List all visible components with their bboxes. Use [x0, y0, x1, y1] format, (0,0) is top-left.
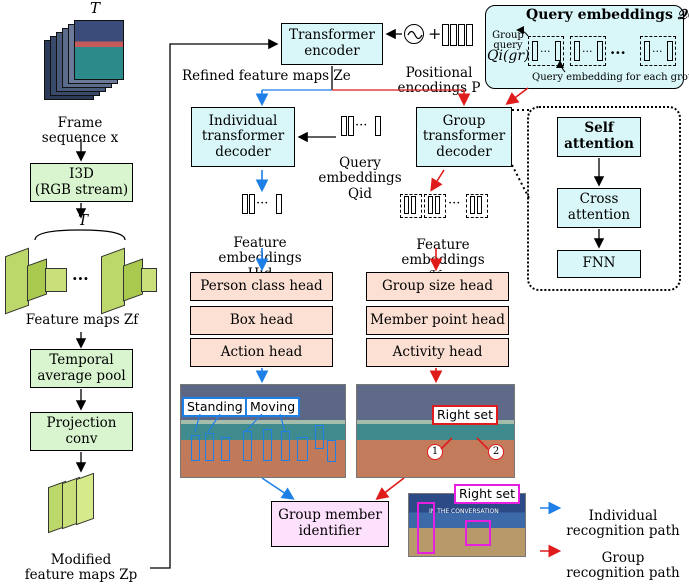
- red-image-to-identifier: [375, 477, 405, 500]
- query-panel-caption: Query embedding for each group: [532, 72, 689, 83]
- cross-attention-box: Cross attention: [557, 188, 641, 228]
- positional-token-icon: [442, 24, 474, 46]
- query-embeddings-panel: [485, 5, 684, 89]
- group-query-label: Group query: [492, 29, 524, 51]
- feature-hgr-token-icon: ···: [400, 194, 490, 220]
- moving-tag: Moving: [245, 397, 301, 417]
- feature-T-label: T: [78, 211, 89, 229]
- moving-pointer-1: [244, 413, 263, 433]
- brace-T: [34, 229, 126, 241]
- standing-pointer-2: [207, 413, 221, 433]
- decoder-to-panel-dotted-2: [511, 164, 531, 201]
- box-head-box: Box head: [190, 306, 333, 335]
- feature-hid-token-icon: ···: [242, 194, 284, 216]
- red-query-panel-to-decoder: [505, 87, 529, 105]
- member-point-1: 1: [427, 444, 443, 460]
- fnn-box: FNN: [557, 250, 641, 278]
- individual-decoder-box: Individual transformer decoder: [191, 107, 295, 167]
- positional-encodings-label: Positional encodings P: [397, 64, 481, 97]
- blue-image-to-identifier: [261, 477, 295, 500]
- group-member-identifier-box: Group member identifier: [271, 501, 389, 547]
- projection-conv-box: Projection conv: [30, 412, 133, 451]
- frame-sequence-label: Frame sequence x: [41, 114, 119, 147]
- frame-stack-image: [44, 20, 134, 100]
- plus-sign: +: [428, 24, 442, 43]
- caption-pointer: [556, 60, 566, 73]
- decoder-layer-panel: [527, 106, 681, 291]
- feature-maps-label: Feature maps Zf: [25, 312, 139, 328]
- query-panel-title: Query embeddings 𝒬gr: [526, 7, 689, 23]
- moving-pointer-2: [279, 413, 286, 433]
- right-set-tag-2: Right set: [454, 484, 520, 504]
- refined-feature-maps-label: Refined feature maps Ze: [182, 68, 351, 84]
- qi-label: Qi(gr): [487, 48, 530, 64]
- standing-tag: Standing: [182, 397, 248, 417]
- pointer-1: [440, 437, 453, 450]
- query-id-token-icon: ···: [341, 116, 383, 138]
- feature-maps-image: [5, 240, 157, 315]
- member-point-2: 2: [488, 444, 504, 460]
- activity-head-box: Activity head: [366, 338, 509, 367]
- person-class-head-box: Person class head: [190, 272, 333, 301]
- transformer-encoder-box: Transformer encoder: [281, 23, 383, 65]
- standing-pointer-1: [194, 413, 201, 433]
- self-attention-box: Self attention: [557, 117, 641, 157]
- group-query-pointer: [516, 26, 529, 37]
- i3d-box: I3D (RGB stream): [30, 163, 133, 202]
- red-decoder-to-hgr: [430, 169, 445, 192]
- sine-wave-icon: [404, 24, 424, 44]
- frames-T-label: T: [90, 0, 101, 17]
- action-head-box: Action head: [190, 338, 333, 367]
- group-query-tokens: ··· ··· ··· ···: [528, 36, 678, 66]
- arrow-modified-encoder: [150, 38, 279, 569]
- group-size-head-box: Group size head: [366, 272, 509, 301]
- group-decoder-box: Group transformer decoder: [416, 107, 512, 167]
- member-point-head-box: Member point head: [366, 306, 509, 335]
- pointer-2: [476, 437, 489, 450]
- legend-individual-label: Individual recognition path: [566, 507, 680, 540]
- temporal-pool-box: Temporal average pool: [30, 349, 133, 388]
- feature-dots: ···: [72, 269, 89, 288]
- right-set-tag: Right set: [432, 405, 498, 425]
- query-id-label: Query embeddings Qid: [318, 154, 402, 202]
